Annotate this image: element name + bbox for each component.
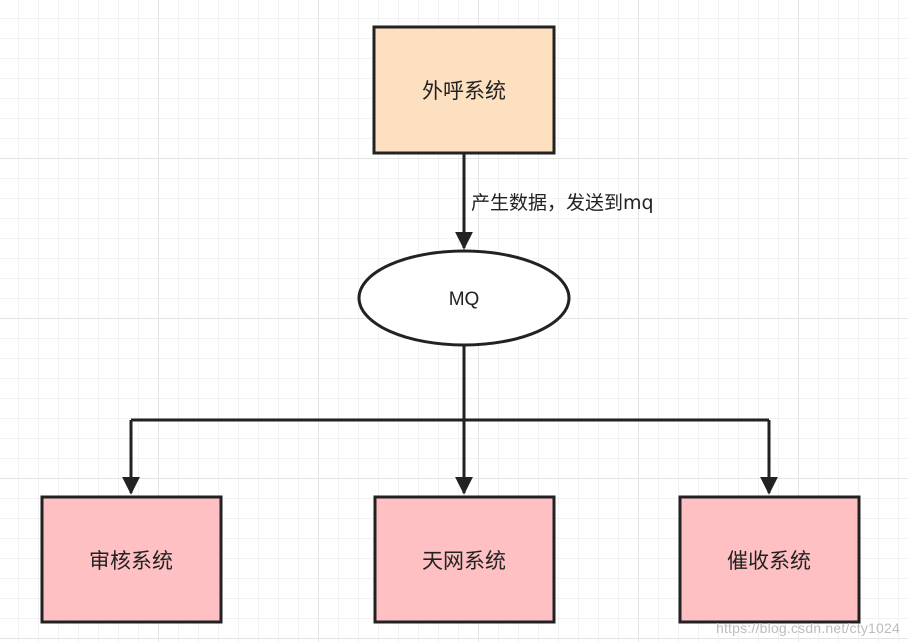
node-collection-system[interactable]: 催收系统	[678, 495, 861, 624]
node-audit-box	[40, 495, 223, 624]
node-mq[interactable]: MQ	[357, 249, 571, 347]
node-collection-label: 催收系统	[727, 549, 811, 573]
edge-outbound-to-mq-label: 产生数据，发送到mq	[471, 192, 654, 214]
node-audit-system[interactable]: 审核系统	[40, 495, 223, 624]
node-collection-box	[678, 495, 861, 624]
node-outbound-label: 外呼系统	[422, 79, 506, 103]
node-mq-label: MQ	[449, 289, 480, 310]
node-outbound-system[interactable]: 外呼系统	[372, 25, 556, 155]
node-skynet-box	[373, 495, 556, 624]
node-skynet-system[interactable]: 天网系统	[373, 495, 556, 624]
node-outbound-box	[372, 25, 556, 155]
edge-mq-fanout	[122, 345, 778, 495]
watermark-text: https://blog.csdn.net/cty1024	[715, 620, 900, 636]
node-skynet-label: 天网系统	[422, 549, 506, 573]
node-audit-label: 审核系统	[89, 549, 173, 573]
edge-outbound-to-mq: 产生数据，发送到mq	[455, 153, 654, 250]
